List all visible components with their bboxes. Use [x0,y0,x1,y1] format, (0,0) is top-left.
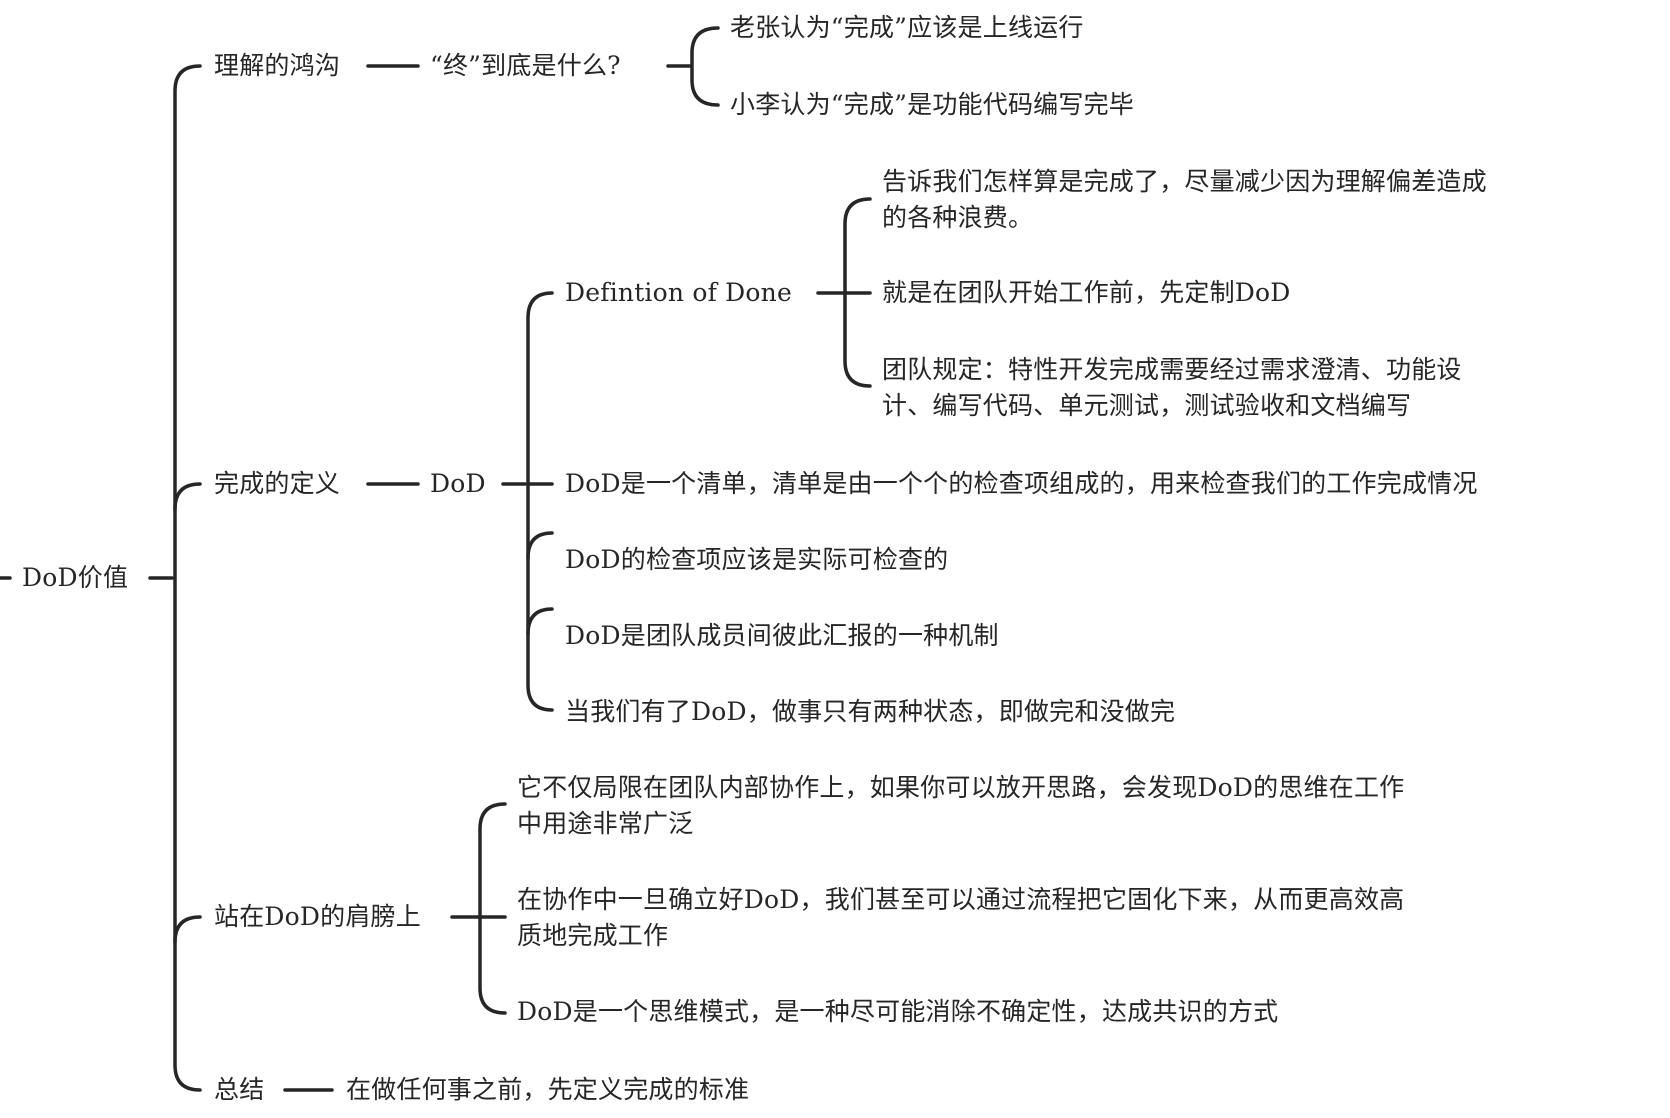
defn-item-2[interactable]: 就是在团队开始工作前，先定制DoD [882,278,1291,307]
shoulders-item-3[interactable]: DoD是一个思维模式，是一种尽可能消除不确定性，达成共识的方式 [517,997,1279,1026]
branch-definition[interactable]: 完成的定义 [214,469,341,498]
dod-node[interactable]: DoD [430,469,486,498]
root-node[interactable]: DoD价值 [22,563,129,592]
gap-question[interactable]: “终”到底是什么? [430,51,621,80]
gap-view-1[interactable]: 老张认为“完成”应该是上线运行 [730,13,1084,42]
dod-point-2[interactable]: DoD的检查项应该是实际可检查的 [565,545,949,574]
defn-item-1[interactable]: 告诉我们怎样算是完成了，尽量减少因为理解偏差造成的各种浪费。 [882,167,1487,232]
branch-shoulders[interactable]: 站在DoD的肩膀上 [214,902,421,931]
summary-text[interactable]: 在做任何事之前，先定义完成的标准 [346,1075,750,1104]
definition-of-done-node[interactable]: Defintion of Done [565,278,792,307]
dod-point-4[interactable]: 当我们有了DoD，做事只有两种状态，即做完和没做完 [565,697,1176,726]
shoulders-item-2[interactable]: 在协作中一旦确立好DoD，我们甚至可以通过流程把它固化下来，从而更高效高质地完成… [517,885,1405,950]
branch-gap[interactable]: 理解的鸿沟 [214,51,341,80]
dod-point-3[interactable]: DoD是团队成员间彼此汇报的一种机制 [565,621,999,650]
gap-view-2[interactable]: 小李认为“完成”是功能代码编写完毕 [730,90,1134,119]
branch-summary[interactable]: 总结 [214,1075,265,1104]
shoulders-item-1[interactable]: 它不仅局限在团队内部协作上，如果你可以放开思路，会发现DoD的思维在工作中用途非… [517,773,1405,838]
dod-point-1[interactable]: DoD是一个清单，清单是由一个个的检查项组成的，用来检查我们的工作完成情况 [565,469,1478,498]
defn-item-3[interactable]: 团队规定：特性开发完成需要经过需求澄清、功能设计、编写代码、单元测试，测试验收和… [882,355,1462,420]
